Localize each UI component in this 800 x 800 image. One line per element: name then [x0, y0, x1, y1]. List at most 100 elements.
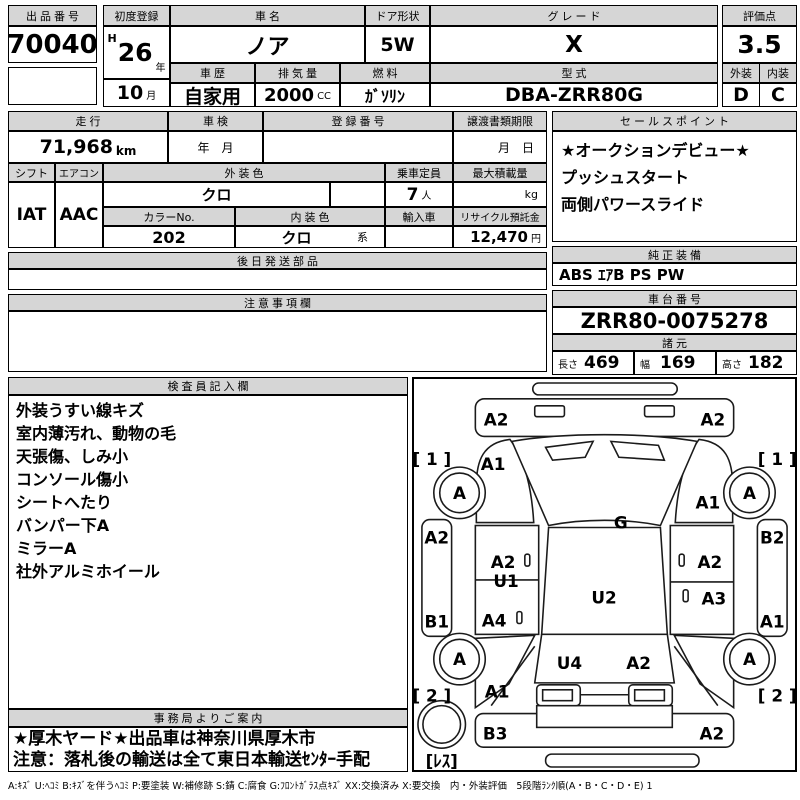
first-reg-year: 26	[117, 38, 153, 67]
import-header: 輸入車	[385, 207, 453, 226]
width-value: 169	[660, 353, 696, 373]
label-sill-left-bottom: B1	[425, 611, 450, 631]
grade-value: X	[430, 26, 718, 63]
doors-right	[669, 524, 735, 636]
car-damage-diagram: [ 1 ] [ 1 ] A2 A2 A1 A1 A A A A A2 B1 B2…	[412, 382, 797, 771]
wheel-rear-left-inner	[438, 638, 481, 680]
label-tailgate-left: U4	[557, 653, 582, 673]
wiper-left-icon	[544, 440, 595, 462]
length-label: 長さ	[558, 359, 578, 371]
history-value: 自家用	[170, 83, 255, 108]
history-header: 車歴	[170, 63, 255, 83]
sill-left	[421, 518, 453, 638]
recycle-fee-unit: 円	[531, 234, 541, 245]
rear-quarter-left	[474, 634, 537, 710]
wheel-rear-right-inner	[728, 638, 771, 680]
legend-text: A:ｷｽﾞ U:ﾍｺﾐ B:ｷｽﾞを伴うﾍｺﾐ P:要塗装 W:補修跡 S:錆 …	[8, 781, 653, 792]
label-front-panel-right: A2	[701, 410, 726, 430]
label-door-rear-left: A4	[482, 610, 507, 630]
equipment-header: 純正装備	[552, 246, 797, 263]
mileage-value: 71,968	[39, 136, 113, 158]
dimensions-header: 諸元	[552, 334, 797, 351]
rear-quarter-right-line	[673, 645, 719, 707]
label-wheel-rear-right: A	[743, 649, 756, 669]
inspector-line: 室内薄汚れ、動物の毛	[16, 424, 177, 443]
label-sill-right-top: B2	[760, 527, 785, 547]
label-door-seam-left: U1	[493, 571, 518, 591]
spare-tire-icon	[417, 699, 467, 749]
auction-no-header: 出品番号	[8, 5, 97, 26]
inspector-notes-box: 外装うすい線キズ 室内薄汚れ、動物の毛 天張傷、しみ小 コンソール傷小 シートへ…	[8, 395, 408, 709]
sales-point-line: プッシュスタート	[561, 168, 690, 187]
tailgate-window	[533, 633, 676, 684]
interior-grade-header: 内装	[759, 63, 797, 83]
damage-diagram-box: [ 1 ] [ 1 ] A2 A2 A1 A1 A A A A A2 B1 B2…	[412, 377, 797, 772]
rear-bumper-bottom-bar	[544, 753, 700, 768]
first-reg-era: H	[107, 32, 117, 45]
label-quarter-left: A1	[485, 682, 510, 702]
inspector-line: 天張傷、しみ小	[16, 447, 129, 466]
tailgate-lower	[535, 704, 674, 729]
aircon-value: AAC	[55, 182, 103, 248]
door-handle-icon	[524, 553, 531, 567]
bracket-front-right: [ 1 ]	[758, 449, 795, 469]
label-front-panel-left: A2	[484, 410, 509, 430]
registration-no-header: 登録番号	[263, 111, 453, 131]
rear-quarter-left-line	[490, 645, 536, 707]
wheel-rear-left-icon	[433, 632, 487, 686]
import-value	[385, 226, 453, 248]
first-reg-month: 10	[116, 82, 144, 104]
inspection-header: 車検	[168, 111, 263, 131]
first-reg-year-unit: 年	[155, 63, 166, 74]
label-wheel-front-left: A	[453, 483, 466, 503]
displacement-unit: CC	[317, 91, 332, 102]
label-roof: U2	[591, 588, 616, 608]
chassis-no-value: ZRR80-0075278	[552, 307, 797, 334]
max-load-header: 最大積載量	[453, 163, 547, 182]
sales-point-line: 両側パワースライド	[561, 195, 705, 214]
exterior-grade-value: D	[722, 83, 760, 107]
label-tailgate-right: A2	[626, 653, 651, 673]
recycle-fee-header: リサイクル預託金	[453, 207, 547, 226]
interior-grade-value: C	[759, 83, 797, 107]
shift-value: IAT	[8, 182, 55, 248]
interior-color-suffix: 系	[357, 231, 368, 244]
door-handle-icon	[678, 553, 685, 567]
car-name-value: ノア	[170, 26, 365, 63]
label-wheel-front-right: A	[743, 483, 756, 503]
inspector-line: 外装うすい線キズ	[16, 401, 145, 420]
door-handle-icon	[682, 589, 689, 603]
inspector-line: バンパー下A	[16, 516, 110, 535]
wheel-rear-right-icon	[722, 632, 776, 686]
tail-light-left-inner	[541, 688, 574, 702]
exterior-grade-header: 外装	[722, 63, 760, 83]
door-shape-value: 5W	[365, 26, 430, 63]
displacement-value: 2000	[263, 84, 315, 106]
exterior-color-header: 外装色	[103, 163, 385, 182]
height-label: 高さ	[722, 359, 742, 371]
label-wheel-rear-left: A	[453, 649, 466, 669]
label-door-rear-right: A3	[701, 589, 726, 609]
interior-color-value: クロ	[281, 228, 312, 247]
mileage-header: 走行	[8, 111, 168, 131]
sill-right	[756, 518, 788, 638]
label-rear-bumper-left: B3	[483, 723, 508, 743]
inspector-line: 社外アルミホイール	[16, 562, 160, 581]
mileage-unit: km	[115, 144, 137, 158]
model-code-value: DBA-ZRR80G	[430, 83, 718, 107]
height-value: 182	[748, 353, 784, 373]
transfer-deadline-value: 月 日	[453, 131, 547, 163]
label-door-front-right: A2	[698, 552, 723, 572]
color-no-value: 202	[103, 226, 235, 248]
registration-no-value	[263, 131, 453, 163]
displacement-header: 排気量	[255, 63, 340, 83]
inspector-line: ミラーA	[16, 539, 77, 558]
first-reg-header: 初度登録	[103, 5, 170, 26]
score-header: 評価点	[722, 5, 797, 26]
label-rear-bumper-right: A2	[700, 723, 725, 743]
label-front-fender-left: A1	[481, 454, 506, 474]
car-name-header: 車名	[170, 5, 365, 26]
first-reg-month-unit: 月	[146, 91, 157, 102]
office-line: 注意：落札後の輸送は全て東日本輸送ｾﾝﾀｰ手配	[13, 750, 370, 770]
label-spare-tire: [ﾚｽ]	[426, 751, 458, 770]
